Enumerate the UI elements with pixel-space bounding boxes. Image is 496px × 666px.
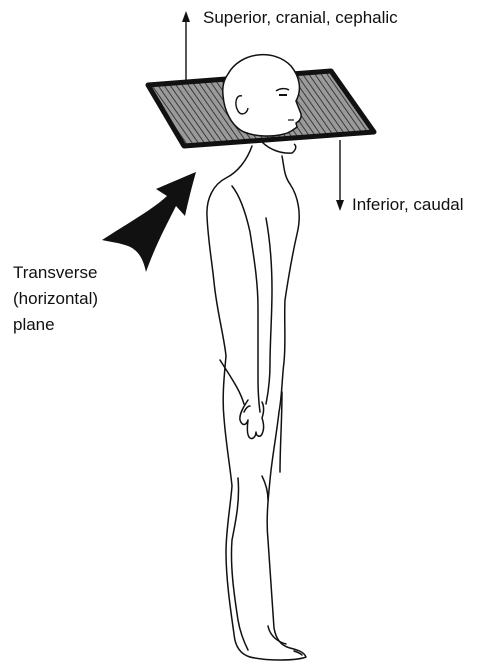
inferior-arrow	[336, 140, 344, 211]
plane-pointer-arrow	[102, 172, 196, 272]
plane-label-line-3: plane	[13, 312, 98, 338]
superior-arrow	[182, 11, 190, 82]
head	[223, 55, 301, 136]
plane-label-line-1: Transverse	[13, 260, 98, 286]
inferior-label: Inferior, caudal	[352, 194, 464, 216]
transverse-plane-label: Transverse (horizontal) plane	[13, 260, 98, 338]
plane-label-line-2: (horizontal)	[13, 286, 98, 312]
superior-label: Superior, cranial, cephalic	[203, 7, 398, 29]
chin	[262, 142, 296, 153]
body	[207, 146, 306, 660]
